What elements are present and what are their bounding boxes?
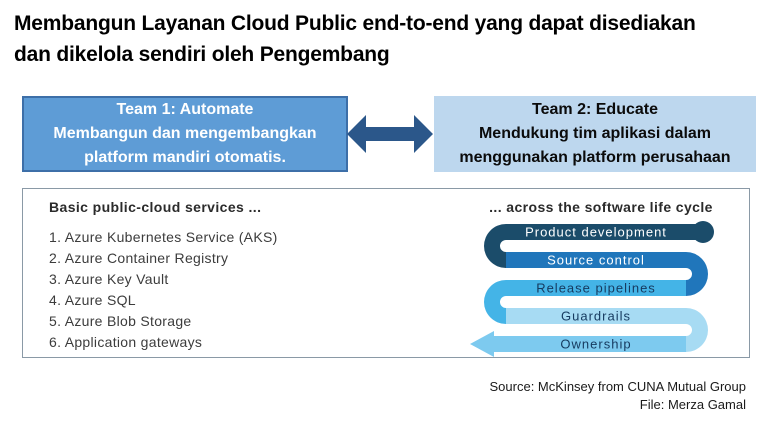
source-footer: Source: McKinsey from CUNA Mutual Group … xyxy=(490,378,746,414)
snake-start-cap xyxy=(692,221,714,243)
snake-left-turn-1 xyxy=(484,224,506,268)
snake-right-turn-2 xyxy=(686,308,708,352)
stage-band-release-pipelines xyxy=(506,280,686,296)
team2-line2: menggunakan platform perusahaan xyxy=(459,149,731,166)
stage-label-guardrails: Guardrails xyxy=(561,309,631,324)
snake-arrowhead-icon xyxy=(470,331,494,357)
stage-band-product-development xyxy=(506,224,696,240)
stage-label-ownership: Ownership xyxy=(560,337,631,352)
page-title-line1: Membangun Layanan Cloud Public end-to-en… xyxy=(14,12,696,35)
right-column-header: ... across the software life cycle xyxy=(489,199,713,215)
team1-line1: Membangun dan mengembangkan xyxy=(53,125,317,142)
list-item: 1. Azure Kubernetes Service (AKS) xyxy=(49,229,278,245)
content-panel: Basic public-cloud services ... 1. Azure… xyxy=(22,188,750,358)
lifecycle-snake-diagram: Product development Source control Relea… xyxy=(470,221,714,357)
stage-band-guardrails xyxy=(506,308,686,324)
team2-box: Team 2: Educate Mendukung tim aplikasi d… xyxy=(434,96,756,172)
page-title: Membangun Layanan Cloud Public end-to-en… xyxy=(14,8,762,70)
cloud-services-list: 1. Azure Kubernetes Service (AKS) 2. Azu… xyxy=(49,227,278,353)
page-title-line2: dan dikelola sendiri oleh Pengembang xyxy=(14,43,390,66)
snake-left-turn-2 xyxy=(484,280,506,324)
team1-heading: Team 1: Automate xyxy=(116,101,254,118)
left-column-header: Basic public-cloud services ... xyxy=(49,199,262,215)
snake-right-turn-1 xyxy=(686,252,708,296)
team1-line2: platform mandiri otomatis. xyxy=(84,149,286,166)
double-arrow-icon xyxy=(347,115,433,153)
stage-label-product-development: Product development xyxy=(525,225,667,240)
source-line: Source: McKinsey from CUNA Mutual Group xyxy=(489,379,746,394)
team1-box: Team 1: Automate Membangun dan mengemban… xyxy=(22,96,348,172)
file-line: File: Merza Gamal xyxy=(639,397,746,412)
stage-label-release-pipelines: Release pipelines xyxy=(536,281,656,296)
stage-label-source-control: Source control xyxy=(547,253,645,268)
team2-line1: Mendukung tim aplikasi dalam xyxy=(478,125,712,142)
stage-band-ownership xyxy=(494,336,686,352)
list-item: 2. Azure Container Registry xyxy=(49,250,229,266)
list-item: 4. Azure SQL xyxy=(49,292,136,308)
double-arrow-shape xyxy=(347,115,433,153)
stage-band-source-control xyxy=(506,252,686,268)
list-item: 6. Application gateways xyxy=(49,334,203,350)
list-item: 5. Azure Blob Storage xyxy=(49,313,192,329)
list-item: 3. Azure Key Vault xyxy=(49,271,169,287)
team2-heading: Team 2: Educate xyxy=(532,101,658,118)
